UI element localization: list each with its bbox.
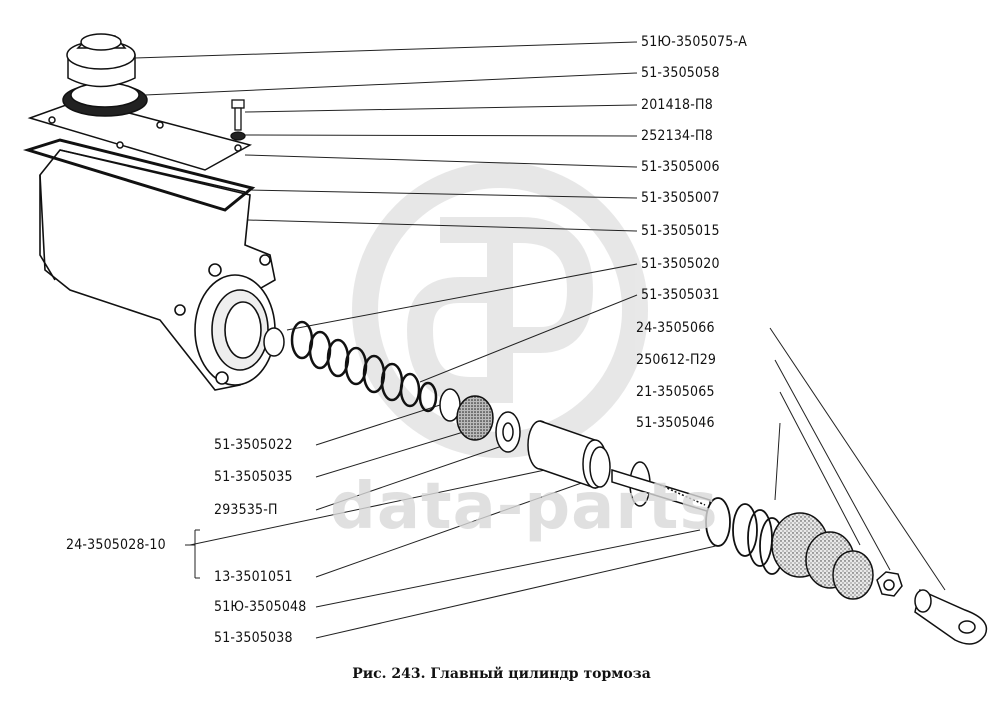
part-label: 51-3505022 [214, 437, 293, 453]
spring-assembly [263, 320, 438, 413]
rubber-boot [771, 512, 874, 600]
part-label: 51-3505058 [641, 65, 720, 81]
cover-gasket [22, 99, 256, 212]
part-label: 51Ю-3505075-А [641, 34, 748, 50]
valve-parts [439, 388, 521, 453]
part-label: 51-3505007 [641, 190, 720, 206]
part-label: 51-3505031 [641, 287, 720, 303]
part-label: 51-3505006 [641, 159, 720, 175]
part-label: 51-3505015 [641, 223, 720, 239]
figure-caption: Рис. 243. Главный цилиндр тормоза [352, 666, 651, 682]
part-label: 51-3505038 [214, 630, 293, 646]
part-label: 51-3505035 [214, 469, 293, 485]
part-label: 24-3505028-10 [66, 537, 166, 553]
part-label: 51-3505020 [641, 256, 720, 272]
part-label: 293535-П [214, 502, 278, 518]
part-label: 252134-П8 [641, 128, 713, 144]
piston [527, 420, 611, 490]
nut [876, 571, 903, 597]
cylinder-body [39, 149, 276, 391]
part-label: 201418-П8 [641, 97, 713, 113]
bolt [230, 99, 246, 141]
part-label: 51Ю-3505048 [214, 599, 307, 615]
part-label: 250612-П29 [636, 352, 717, 368]
part-label: 51-3505046 [636, 415, 715, 431]
watermark-text: data-parts [330, 470, 719, 544]
part-label: 24-3505066 [636, 320, 715, 336]
filler-cap [62, 33, 148, 117]
part-label: 13-3501051 [214, 569, 293, 585]
part-label: 21-3505065 [636, 384, 715, 400]
leader-lines [134, 41, 946, 639]
rod-end [914, 588, 988, 645]
